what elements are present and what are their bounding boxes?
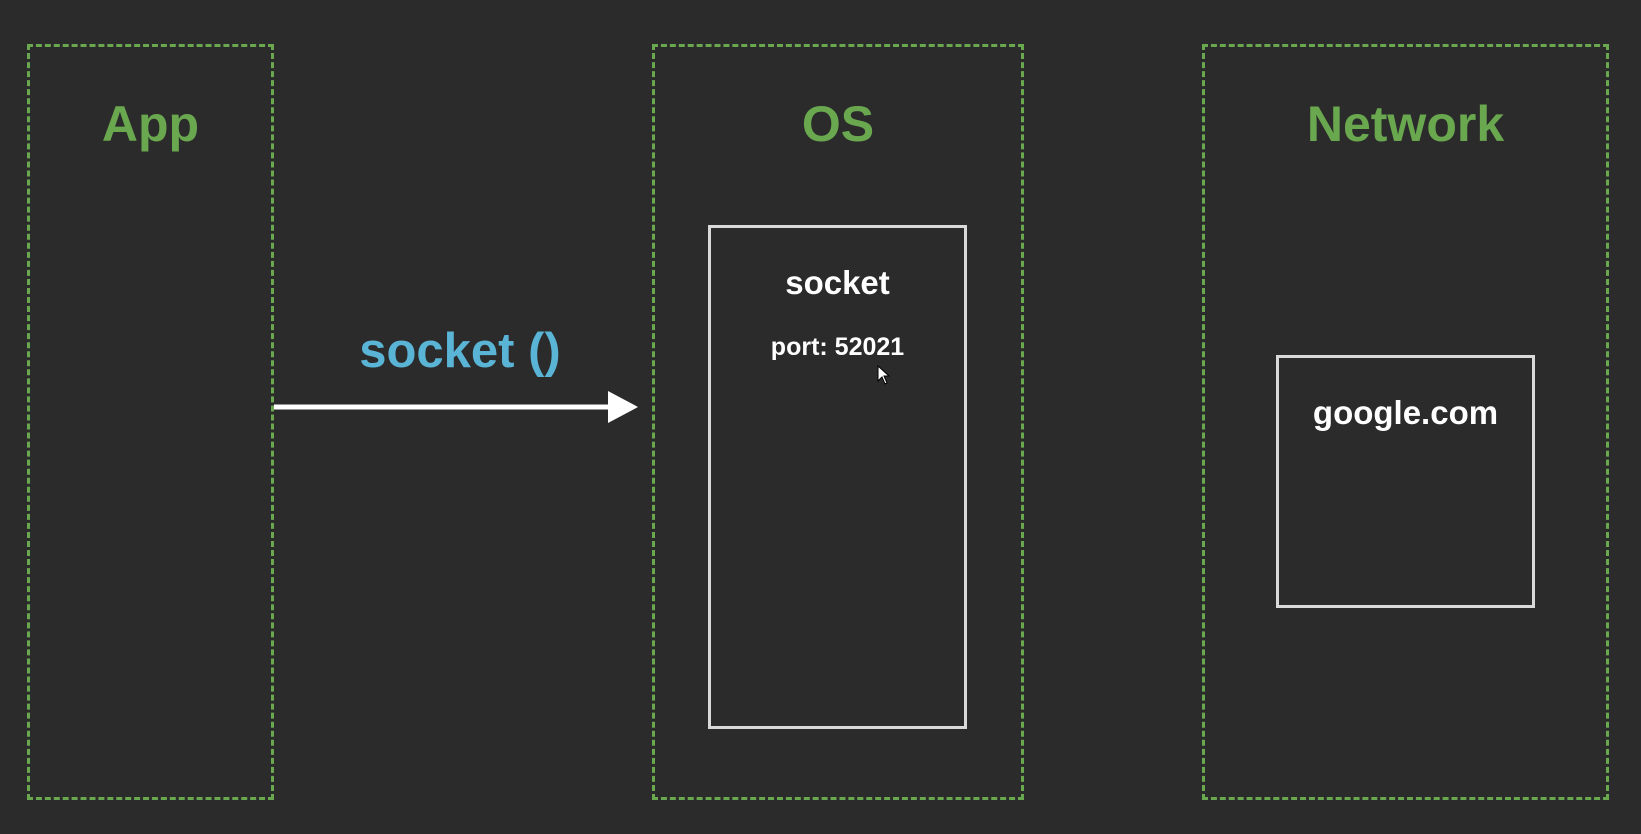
socket-box-title: socket (785, 264, 890, 301)
socket-call-arrow (274, 391, 638, 423)
port-label: port: 52021 (770, 333, 905, 361)
os-zone: OS (652, 44, 1024, 800)
mouse-pointer-icon (877, 365, 891, 385)
google-box: google.com (1276, 355, 1535, 608)
app-zone-title: App (101, 96, 200, 152)
socket-call-label: socket () (359, 324, 561, 378)
network-zone: Network (1202, 44, 1609, 800)
socket-box: socket port: 52021 (708, 225, 967, 729)
network-zone-title: Network (1306, 96, 1505, 152)
app-zone: App (27, 44, 274, 800)
google-box-title: google.com (1312, 394, 1499, 431)
os-zone-title: OS (801, 96, 875, 152)
